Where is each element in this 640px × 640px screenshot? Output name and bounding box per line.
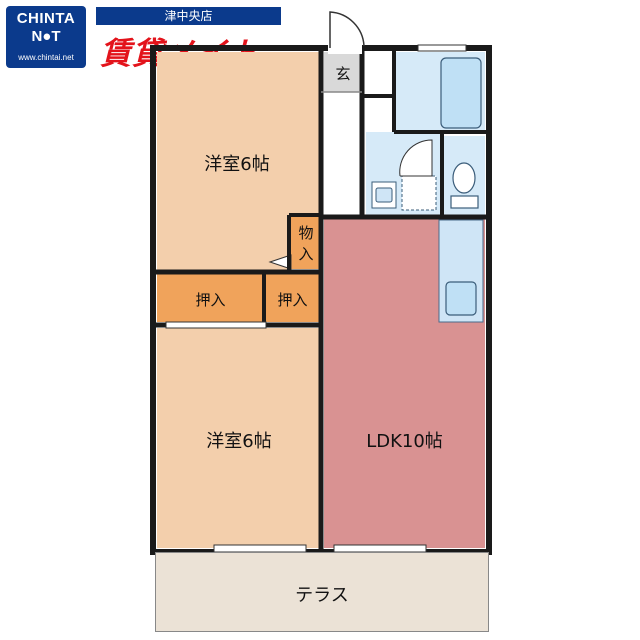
storage-label-top: 物 [298, 224, 314, 242]
room-label-ldk: LDK10帖 [366, 431, 443, 452]
western-room-bottom-area [157, 328, 321, 548]
washroom-door-swing [399, 139, 433, 177]
room-label-western-bottom: 洋室6帖 [206, 431, 272, 452]
window-bath [417, 44, 467, 52]
terrace-label: テラス [295, 585, 349, 606]
terrace: テラス [155, 552, 489, 632]
toilet-tank [450, 195, 479, 209]
closet-label-left: 押入 [195, 291, 226, 309]
toilet-bowl [452, 162, 476, 194]
branch-name: 津中央店 [96, 7, 281, 25]
entrance-area [324, 52, 362, 92]
kitchen-sink [445, 281, 477, 316]
corridor [324, 92, 362, 217]
washing-machine-space [401, 175, 437, 211]
storage-label-bottom: 入 [298, 245, 314, 263]
entrance-label: 玄 [335, 65, 351, 83]
closet-left-area [157, 274, 262, 322]
chintai-logo: CHINTA N●T www.chintai.net [6, 6, 86, 68]
logo-top-text: CHINTA [16, 10, 76, 27]
western-room-top-area [157, 52, 291, 270]
room-label-western-top: 洋室6帖 [204, 154, 270, 175]
closet-label-right: 押入 [277, 291, 308, 309]
window-bottom-right [333, 544, 427, 553]
front-door-swing [329, 11, 365, 48]
logo-url-text: www.chintai.net [18, 53, 74, 62]
washbasin-bowl [375, 187, 393, 203]
storage-area [291, 217, 321, 269]
logo-mid-text: N●T [31, 28, 61, 45]
closet-right-area [266, 274, 321, 322]
front-door-gap [328, 44, 362, 54]
window-closet [165, 321, 267, 329]
bathtub [440, 57, 482, 129]
western-room-top-side [291, 52, 321, 217]
window-bottom-left [213, 544, 307, 553]
